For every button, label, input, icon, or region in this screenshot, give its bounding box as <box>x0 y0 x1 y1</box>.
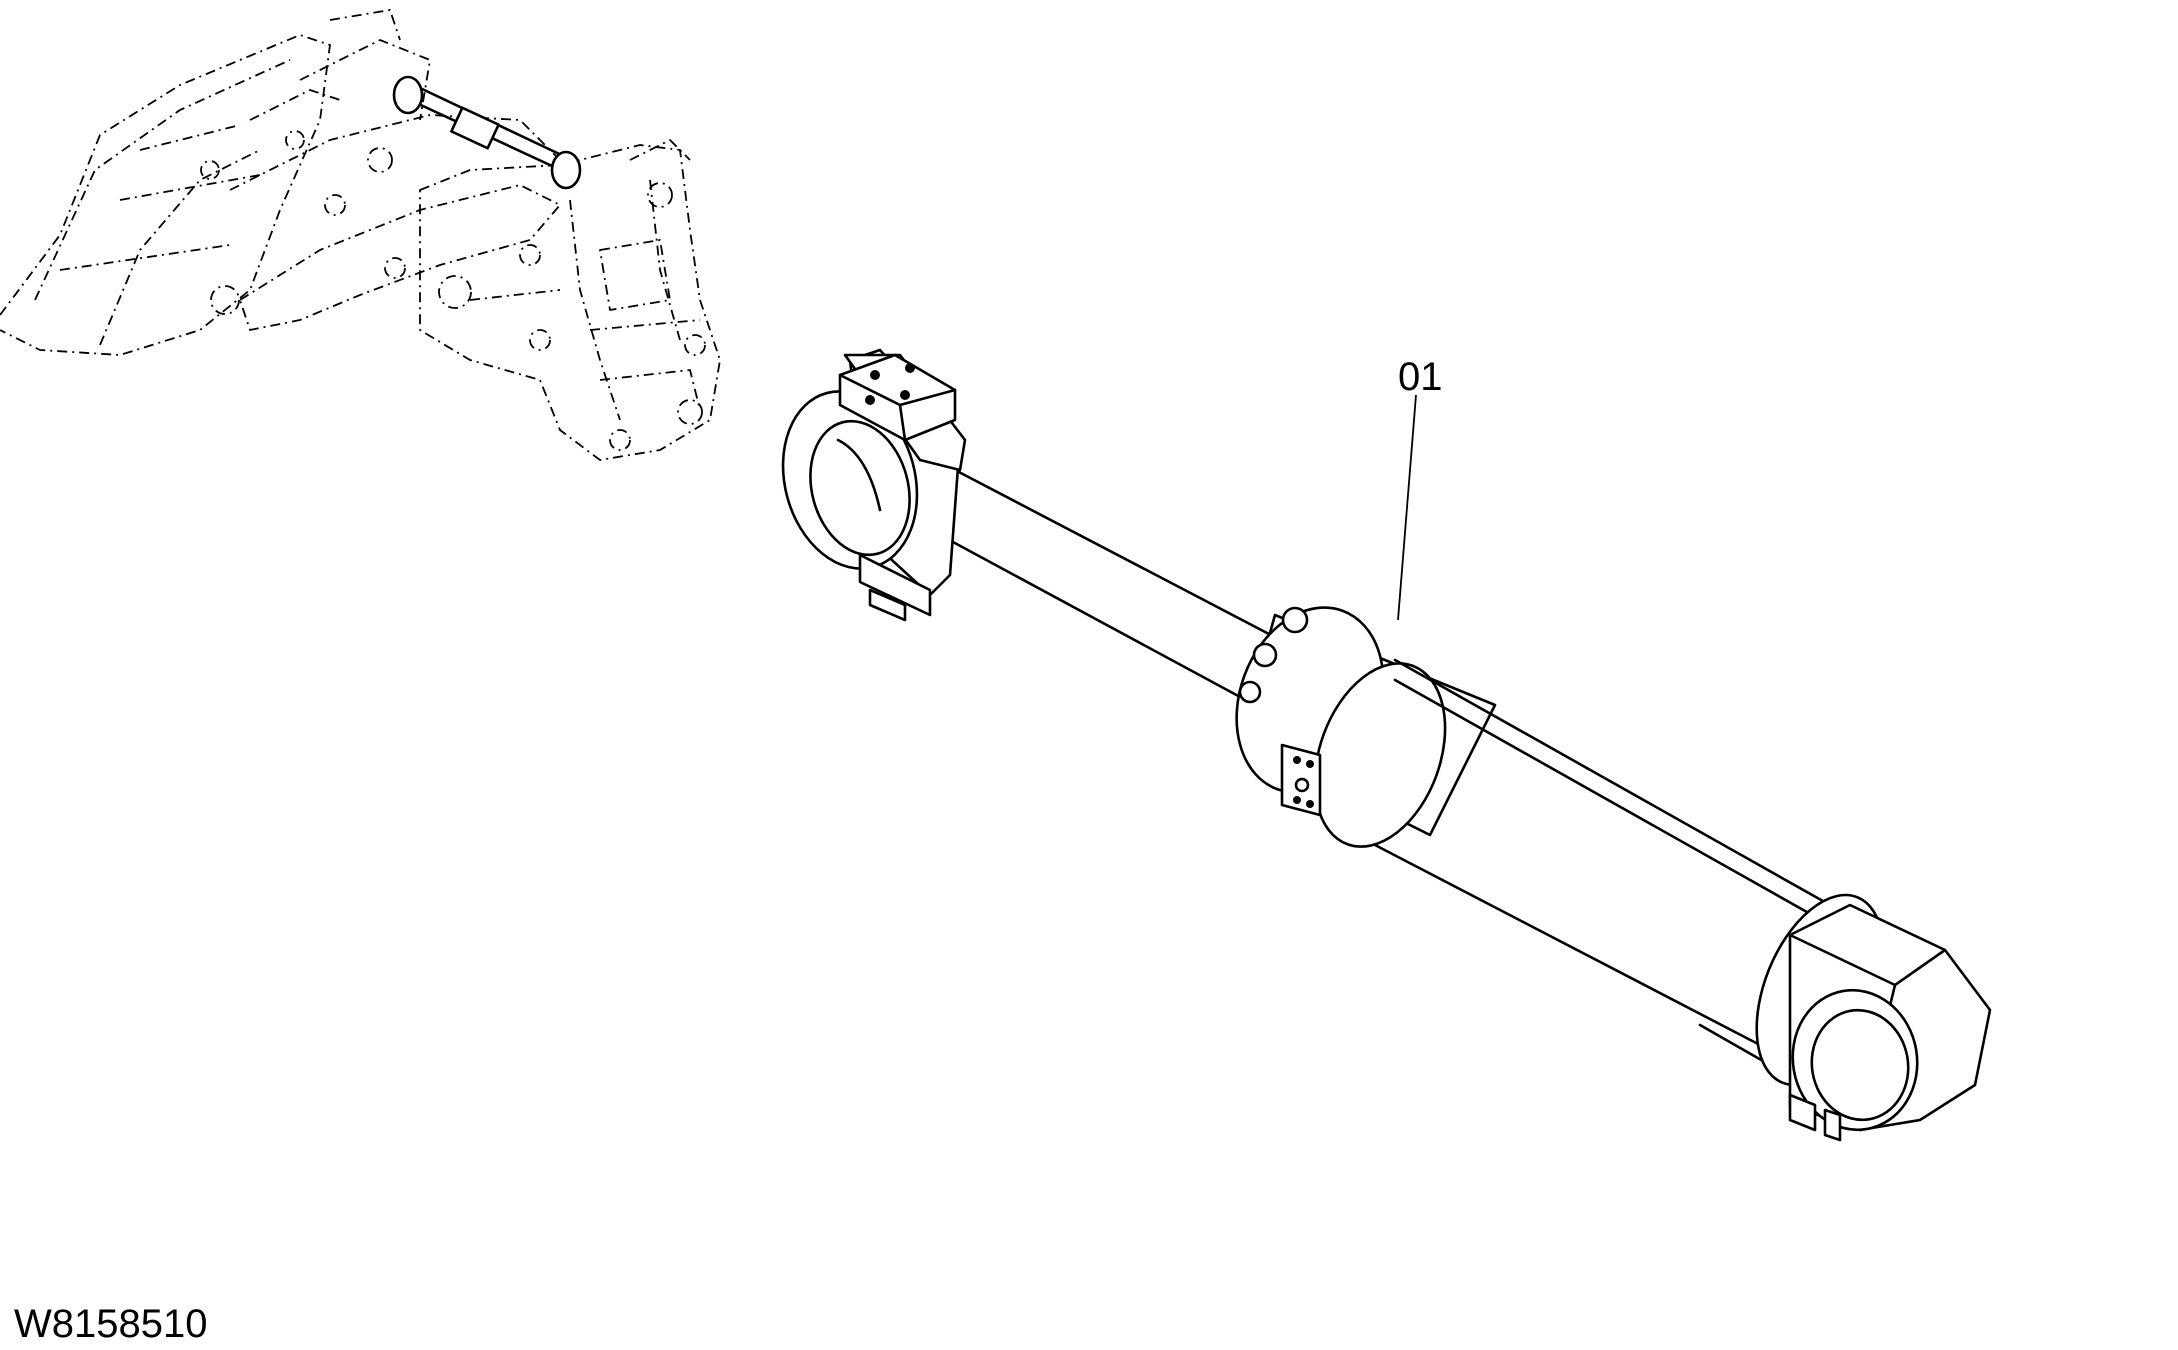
drawing-id: W8158510 <box>14 1302 207 1346</box>
part-leader-line <box>1397 394 1417 621</box>
machine-locator-view <box>0 9 721 461</box>
part-number-label: 01 <box>1398 355 1443 399</box>
cylinder-illustration <box>781 348 1992 1142</box>
